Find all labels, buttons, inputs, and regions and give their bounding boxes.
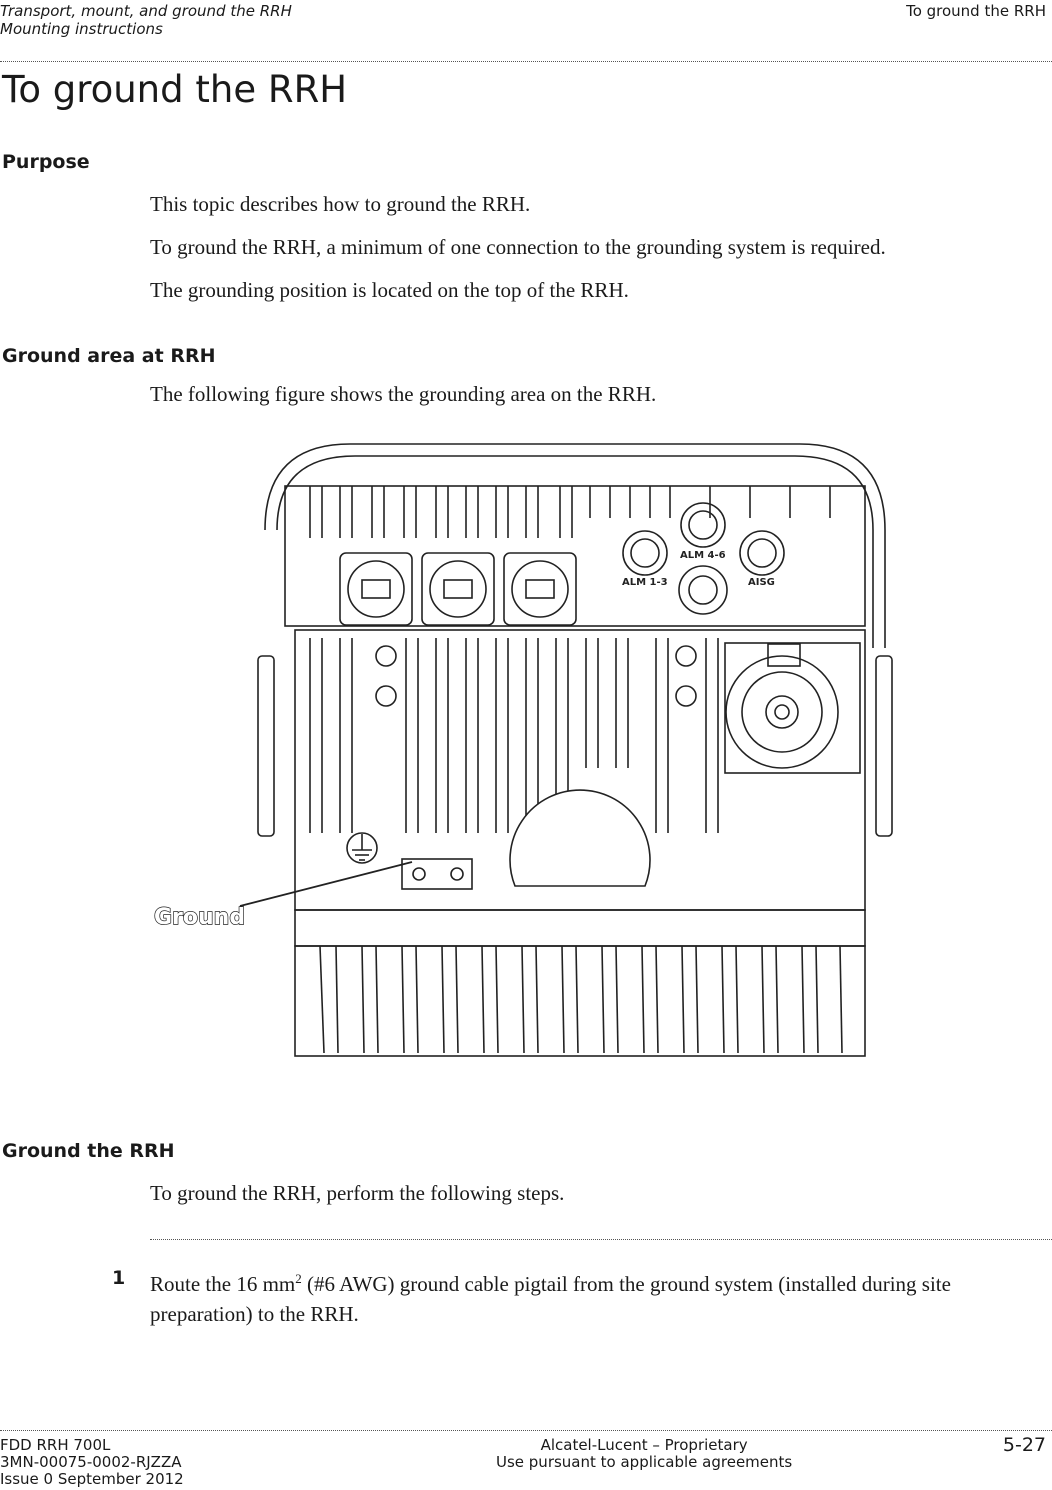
optical-port-1 (339, 552, 413, 626)
ground-area-paragraph: The following figure shows the grounding… (150, 382, 657, 406)
alm-4-6-connector (680, 502, 726, 548)
header-chapter: Transport, mount, and ground the RRH (0, 2, 292, 20)
label-alm-4-6: ALM 4-6 (680, 550, 726, 561)
ground-label: Ground (154, 905, 245, 930)
purpose-paragraph-2: To ground the RRH, a minimum of one conn… (150, 235, 886, 259)
mounting-hole (375, 685, 397, 707)
mounting-hole (675, 685, 697, 707)
left-side-rail (257, 655, 275, 837)
right-side-rail (875, 655, 893, 837)
page-number: 5-27 (1002, 1434, 1046, 1456)
label-alm-1-3: ALM 1-3 (622, 577, 668, 588)
step-number: 1 (112, 1267, 126, 1289)
label-aisg: AISG (748, 577, 775, 588)
antenna-connector (724, 642, 861, 774)
step-text-end: (#6 AWG) ground cable pigtail from the g… (150, 1272, 951, 1326)
footer-proprietary-line2: Use pursuant to applicable agreements (496, 1453, 793, 1471)
heat-sink-outline (294, 945, 866, 1057)
mounting-hole (375, 645, 397, 667)
center-recess (509, 789, 651, 887)
header-topic: To ground the RRH (906, 2, 1046, 20)
footer-proprietary-line1: Alcatel-Lucent – Proprietary (540, 1436, 748, 1454)
step-superscript: 2 (295, 1271, 302, 1286)
steps-divider (150, 1239, 1052, 1240)
header-section: Mounting instructions (0, 20, 163, 38)
vent-plug (678, 565, 728, 615)
connector-panel-fins (309, 486, 831, 538)
ground-area-heading: Ground area at RRH (2, 345, 216, 367)
rrh-grounding-figure: ALM 1-3 ALM 4-6 AISG Ground (150, 438, 910, 1068)
ground-rrh-heading: Ground the RRH (2, 1140, 175, 1162)
alm-1-3-connector (622, 530, 668, 576)
optical-port-2 (421, 552, 495, 626)
ground-symbol-icon (346, 832, 378, 864)
footer-divider (0, 1430, 1052, 1431)
ground-rrh-paragraph: To ground the RRH, perform the following… (150, 1181, 565, 1205)
optical-port-3 (503, 552, 577, 626)
rrh-drawing: ALM 1-3 ALM 4-6 AISG Ground (153, 443, 893, 1057)
footer-product: FDD RRH 700L (0, 1436, 111, 1454)
body-fins (309, 638, 719, 833)
header-divider (0, 61, 1052, 62)
purpose-paragraph-3: The grounding position is located on the… (150, 278, 629, 302)
footer-issue: Issue 0 September 2012 (0, 1470, 184, 1488)
footer-doc-number: 3MN-00075-0002-RJZZA (0, 1453, 182, 1471)
step-text-start: Route the 16 mm (150, 1272, 296, 1296)
aisg-connector (739, 530, 785, 576)
heat-sink-fins (319, 945, 843, 1054)
purpose-heading: Purpose (2, 151, 90, 173)
running-header-left: Transport, mount, and ground the RRH Mou… (0, 2, 292, 38)
page-title: To ground the RRH (2, 68, 348, 111)
mounting-hole (675, 645, 697, 667)
footer-proprietary: Alcatel-Lucent – Proprietary Use pursuan… (496, 1437, 792, 1471)
rrh-handle-outline (264, 443, 886, 648)
ground-lug-plate (401, 858, 473, 890)
lower-body-band (294, 909, 866, 947)
connector-panel-outline (284, 485, 866, 627)
ground-pointer-line (239, 861, 413, 907)
footer-document-info: FDD RRH 700L 3MN-00075-0002-RJZZA Issue … (0, 1437, 184, 1488)
step-text: Route the 16 mm2 (#6 AWG) ground cable p… (150, 1264, 1030, 1329)
purpose-paragraph-1: This topic describes how to ground the R… (150, 192, 531, 216)
